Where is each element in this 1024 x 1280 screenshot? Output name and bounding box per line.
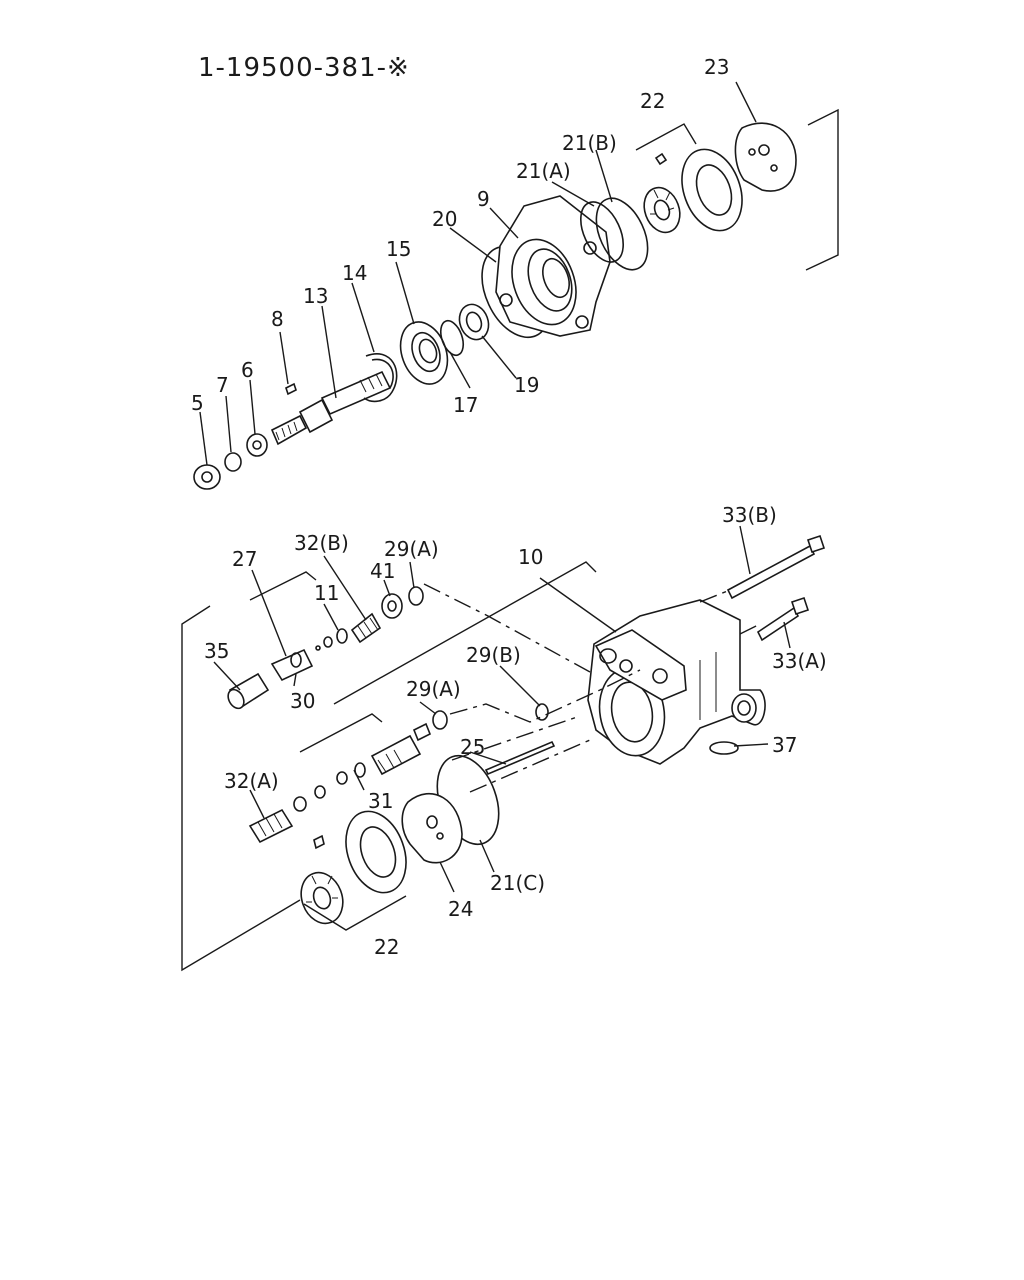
label-part-7: 7 [216, 373, 229, 397]
label-part-14: 14 [342, 261, 367, 285]
bracket-27 [249, 571, 317, 601]
label-part-19: 19 [514, 373, 539, 397]
label-part-29b: 29(B) [466, 643, 521, 667]
part-22-cam-ring-upper [681, 148, 743, 232]
part-19-seal [458, 303, 490, 341]
part-32a-spring [248, 808, 294, 844]
label-part-41: 41 [370, 559, 395, 583]
part-6-washer [246, 433, 268, 457]
label-part-32b: 32(B) [294, 531, 349, 555]
label-part-24: 24 [448, 897, 473, 921]
label-part-29a-mid: 29(A) [406, 677, 461, 701]
bracket-31-group [299, 713, 383, 753]
label-part-9: 9 [477, 187, 490, 211]
part-23-end-plate [734, 122, 797, 192]
part-7-lock-washer [224, 452, 242, 472]
part-41-fitting [381, 593, 403, 619]
lower-assembly: 33(B) 10 27 32(B) 29(A) 11 41 35 30 29(B… [181, 503, 827, 972]
label-part-23: 23 [704, 55, 729, 79]
label-part-27: 27 [232, 547, 257, 571]
part-17-snap-ring [439, 319, 465, 357]
label-part-8: 8 [271, 307, 284, 331]
bracket-22-lower [303, 895, 407, 931]
part-24-end-plate [401, 792, 463, 864]
label-part-6: 6 [241, 358, 254, 382]
label-part-5: 5 [191, 391, 204, 415]
label-part-29a-top: 29(A) [384, 537, 439, 561]
part-10-main-housing [587, 599, 766, 765]
label-part-33b: 33(B) [722, 503, 777, 527]
part-29b-o-ring [535, 703, 549, 721]
upper-assembly: 5 7 6 8 13 14 15 20 9 21(A) 21(B) 22 23 … [191, 55, 839, 490]
part-9-front-housing [495, 195, 611, 337]
part-25-pin [484, 740, 556, 776]
label-part-15: 15 [386, 237, 411, 261]
part-32b-spring [350, 612, 382, 644]
label-part-25: 25 [460, 735, 485, 759]
frame-bracket-lower [181, 605, 301, 972]
leader-lines-upper [199, 81, 757, 466]
label-part-22-lower: 22 [374, 935, 399, 959]
label-part-21a: 21(A) [516, 159, 571, 183]
label-part-22-upper: 22 [640, 89, 665, 113]
label-part-35: 35 [204, 639, 229, 663]
part-13-shaft [270, 370, 392, 446]
label-part-32a: 32(A) [224, 769, 279, 793]
part-22-cam-ring-lower [345, 810, 407, 894]
part-8-key [285, 382, 297, 396]
label-part-30: 30 [290, 689, 315, 713]
part-29a-o-ring-mid [432, 710, 448, 730]
label-part-17: 17 [453, 393, 478, 417]
part-15-bearing [399, 321, 449, 385]
bracket-22-upper [635, 123, 697, 151]
part-30-valve [270, 648, 314, 682]
part-5-nut [193, 464, 221, 490]
leader-lines-lower [213, 525, 791, 893]
assembly-axis-lines [423, 583, 761, 793]
part-number-title: 1-19500-381-※ [198, 53, 410, 83]
label-part-13: 13 [303, 284, 328, 308]
part-22-rotor-lower [300, 834, 344, 925]
label-part-33a: 33(A) [772, 649, 827, 673]
part-11-o-ring [336, 628, 348, 644]
part-29a-o-ring-top [408, 586, 424, 606]
label-part-37: 37 [772, 733, 797, 757]
part-37-plug [709, 741, 739, 755]
frame-bracket-upper [805, 108, 839, 271]
part-31-relief-valve [293, 722, 432, 812]
part-33a-short-bolt [756, 596, 810, 642]
label-part-21c: 21(C) [490, 871, 545, 895]
part-14-retainer [363, 353, 398, 403]
label-part-21b: 21(B) [562, 131, 617, 155]
part-22-rotor-upper [643, 152, 681, 234]
bracket-10 [333, 561, 597, 705]
part-33b-long-bolt [726, 534, 826, 600]
part-21b-ring [595, 197, 649, 271]
label-part-11: 11 [314, 581, 339, 605]
part-35-sleeve [227, 672, 270, 710]
label-part-31: 31 [368, 789, 393, 813]
part-27-small-parts [315, 636, 333, 651]
label-part-20: 20 [432, 207, 457, 231]
label-part-10: 10 [518, 545, 543, 569]
